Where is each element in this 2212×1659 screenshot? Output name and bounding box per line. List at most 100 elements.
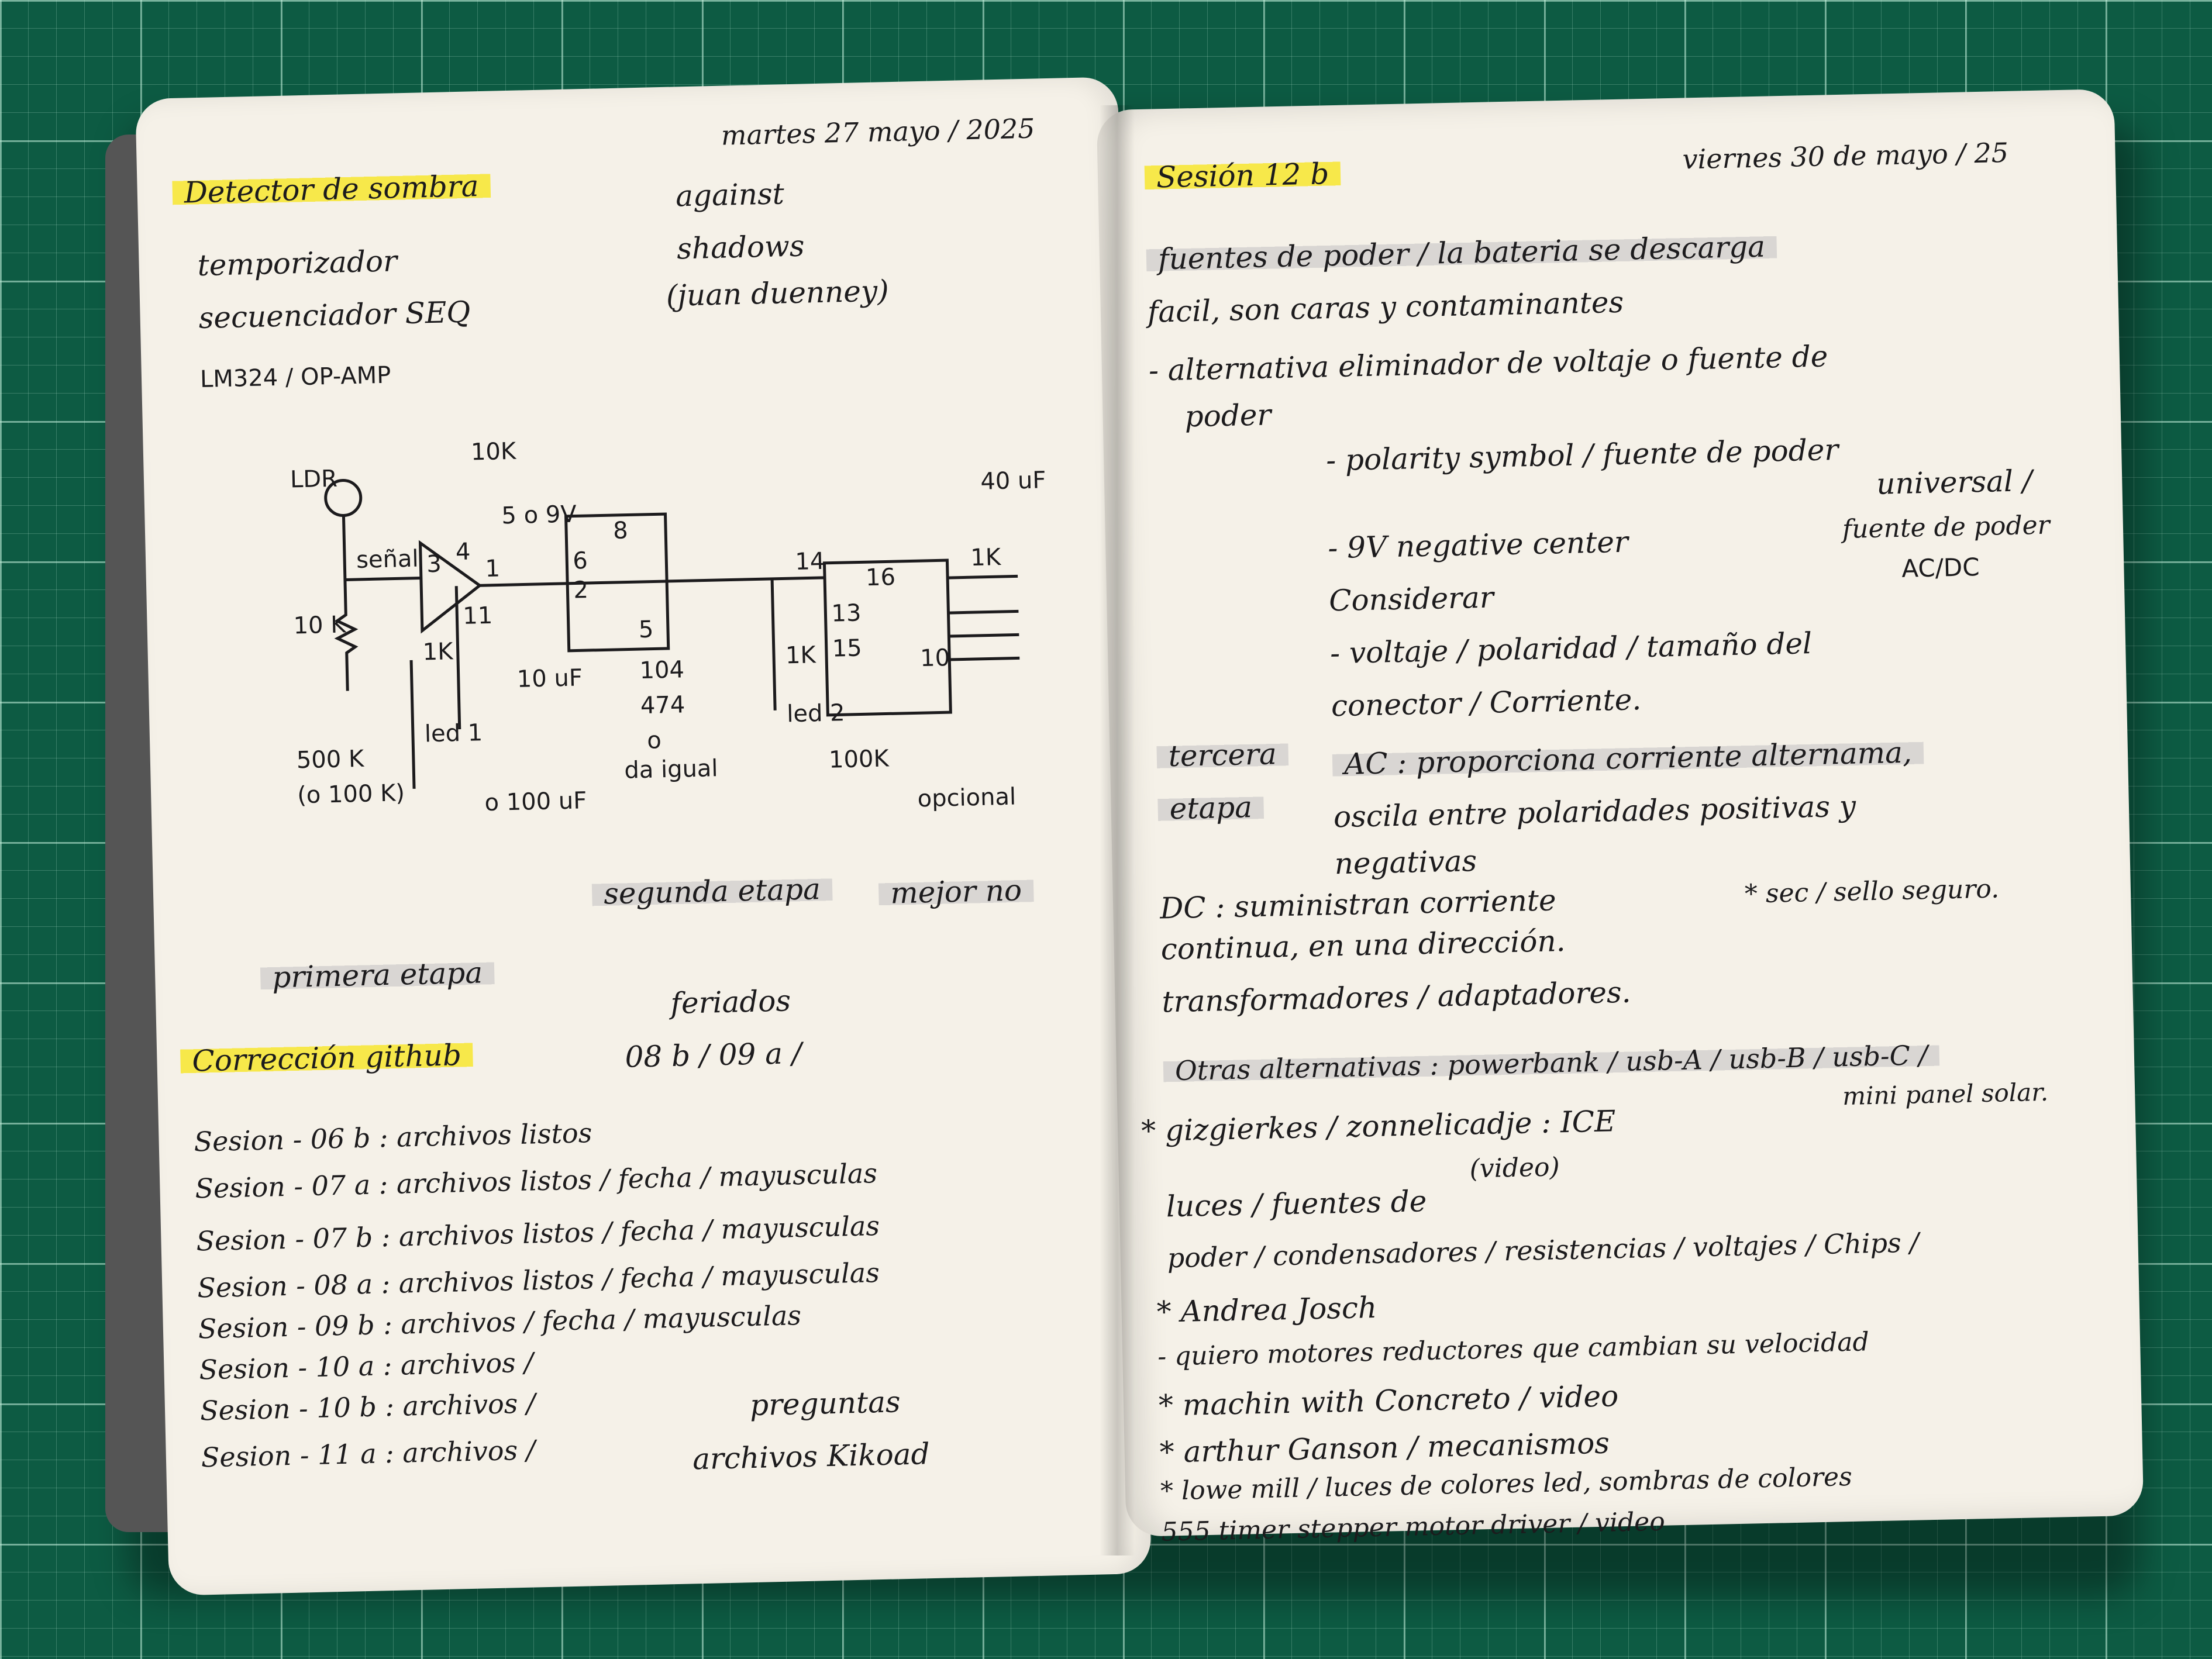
reference-line-1: against <box>675 177 785 213</box>
wire <box>949 656 1020 661</box>
dc-line-1: DC : suministran corriente <box>1159 883 1557 926</box>
otras-line: poder / condensadores / resistencias / v… <box>1167 1226 1920 1274</box>
correccion-title-text: Corrección github <box>180 1037 474 1079</box>
stage-1-text: primera etapa <box>260 955 495 995</box>
otras-line: * Andrea Josch <box>1156 1290 1377 1329</box>
note-line: - voltaje / polaridad / tamaño del <box>1329 626 1813 671</box>
label-pin-2: 2 <box>573 577 588 604</box>
tercera-line-2: etapa <box>1157 789 1265 826</box>
ac-line-2: oscila entre polaridades positivas y <box>1333 789 1856 834</box>
note-line: universal / <box>1876 464 2033 501</box>
otras-line: luces / fuentes de <box>1166 1184 1427 1224</box>
reference-line-2: shadows <box>676 229 805 266</box>
session-line: Sesion - 10 b : archivos / <box>199 1387 536 1427</box>
note-line-highlight: fuentes de poder / la bateria se descarg… <box>1146 229 1777 277</box>
wire <box>409 660 416 789</box>
note-line: poder <box>1184 398 1272 434</box>
otras-line: * machin with Concreto / video <box>1158 1379 1619 1423</box>
right-title: Sesión 12 b <box>1144 156 1341 195</box>
otras-line: Otras alternativas : powerbank / usb-A /… <box>1163 1039 1940 1087</box>
label-pin-3: 3 <box>426 551 442 578</box>
note-line: Considerar <box>1328 580 1494 618</box>
label-1k-a: 1K <box>422 638 454 665</box>
circuit-schematic: LDR señal 5 o 9V 10 K 500 K (o 100 K) 10… <box>278 422 1143 967</box>
note-line: - polarity symbol / fuente de poder <box>1325 433 1839 478</box>
label-pin-11: 11 <box>463 602 493 630</box>
label-cap-10: 10 uF <box>516 664 583 693</box>
label-pot: 500 K <box>296 746 365 774</box>
label-cap-o: o <box>647 727 662 754</box>
label-10k: 10 K <box>293 611 347 639</box>
label-1k-b: 1K <box>785 641 817 669</box>
otras-line: * arthur Ganson / mecanismos <box>1159 1426 1610 1470</box>
notebook-gutter <box>1100 105 1135 1555</box>
resistor-10k <box>334 580 359 691</box>
notebook: martes 27 mayo / 2025 Detector de sombra… <box>105 77 2144 1596</box>
reference-line-3: (juan duenney) <box>666 274 890 313</box>
right-page: Sesión 12 b viernes 30 de mayo / 25 fuen… <box>1096 89 2144 1547</box>
session-line: Sesion - 11 a : archivos / <box>201 1434 536 1474</box>
chip-label: LM324 / OP-AMP <box>199 361 391 393</box>
wire <box>480 580 667 587</box>
otras-line: * gizgierkes / zonnelicadje : ICE <box>1141 1104 1617 1148</box>
label-pin-10: 10 <box>920 644 950 672</box>
dc-line-2: continua, en una dirección. <box>1160 924 1566 967</box>
label-cap-100: o 100 uF <box>484 787 587 816</box>
label-pin-14: 14 <box>795 548 825 575</box>
right-date: viernes 30 de mayo / 25 <box>1682 136 2009 175</box>
opamp-symbol <box>418 540 483 634</box>
label-pot-alt: (o 100 K) <box>297 780 405 809</box>
left-title: Detector de sombra <box>172 168 491 210</box>
otras-line: * lowe mill / luces de colores led, somb… <box>1160 1461 1853 1506</box>
stage-2: segunda etapa <box>591 871 833 912</box>
label-cap-40: 40 uF <box>980 467 1046 495</box>
otras-line: (video) <box>1469 1152 1560 1184</box>
left-page: martes 27 mayo / 2025 Detector de sombra… <box>135 77 1152 1596</box>
otras-line-highlight: Otras alternativas : powerbank / usb-A /… <box>1163 1039 1940 1087</box>
session-line: Sesion - 09 b : archivos / fecha / mayus… <box>198 1299 802 1345</box>
label-pin-13: 13 <box>831 599 862 627</box>
label-signal: señal <box>356 546 419 574</box>
stage-1: primera etapa <box>260 955 495 995</box>
tercera-line-2-text: etapa <box>1157 789 1265 826</box>
preguntas-title: preguntas <box>749 1385 901 1423</box>
label-cap-474: 474 <box>640 691 685 719</box>
preguntas-item: archivos Kikoad <box>692 1437 931 1477</box>
otras-line: - quiero motores reductores que cambian … <box>1157 1327 1870 1372</box>
stage-3: mejor no <box>878 872 1034 910</box>
wire <box>948 609 1019 615</box>
note-line: - 9V negative center <box>1327 525 1629 565</box>
label-pin-5: 5 <box>638 616 653 644</box>
feriados-dates: 08 b / 09 a / <box>624 1036 802 1074</box>
note-line: fuente de poder <box>1842 510 2051 544</box>
ac-line-1-text: AC : proporciona corriente alternama, <box>1332 735 1924 782</box>
left-date: martes 27 mayo / 2025 <box>721 112 1035 151</box>
subtitle-line-2: secuenciador SEQ <box>198 295 471 336</box>
label-opcional: opcional <box>917 784 1016 813</box>
label-ldr: LDR <box>290 465 337 494</box>
dc-line-3: transformadores / adaptadores. <box>1161 975 1632 1019</box>
session-line: Sesion - 07 b : archivos listos / fecha … <box>195 1210 880 1257</box>
label-pin-16: 16 <box>866 564 896 591</box>
left-title-text: Detector de sombra <box>172 168 491 210</box>
label-pin-8: 8 <box>613 517 628 544</box>
otras-line: mini panel solar. <box>1842 1077 2049 1111</box>
label-pin-6: 6 <box>573 547 588 575</box>
note-line: AC/DC <box>1901 553 1980 583</box>
correccion-title: Corrección github <box>180 1037 474 1079</box>
tercera-line-1-text: tercera <box>1156 736 1289 774</box>
wire <box>454 586 461 730</box>
wire <box>667 576 825 583</box>
label-led1: led 1 <box>424 719 483 747</box>
label-led2: led 2 <box>787 699 845 727</box>
label-supply: 5 o 9V <box>501 501 577 529</box>
session-line: Sesion - 08 a : archivos listos / fecha … <box>197 1257 880 1304</box>
sello-note: * sec / sello seguro. <box>1744 874 2000 909</box>
note-line: conector / Corriente. <box>1331 682 1642 723</box>
session-line: Sesion - 10 a : archivos / <box>198 1346 534 1386</box>
note-line: facil, son caras y contaminantes <box>1147 285 1624 329</box>
wire <box>947 574 1018 580</box>
stage-2-text: segunda etapa <box>591 871 833 912</box>
note-line: - alternativa eliminador de voltaje o fu… <box>1148 339 1828 388</box>
label-1k-c: 1K <box>970 544 1002 571</box>
